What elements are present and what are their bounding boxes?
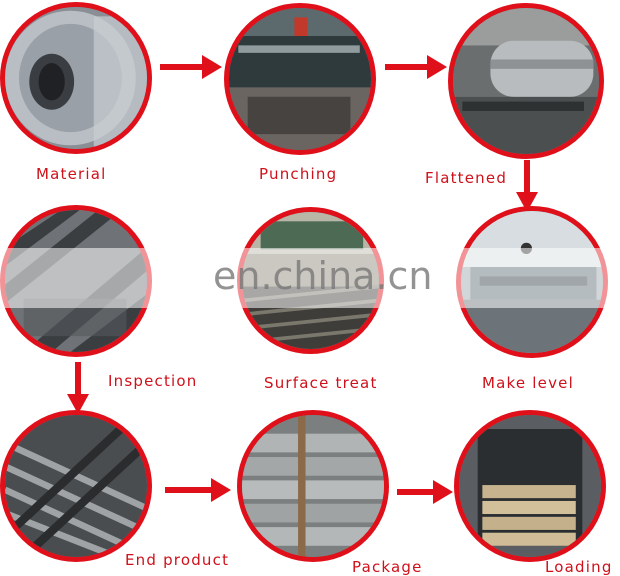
steel-coil-photo [5, 7, 147, 149]
arrow-right-icon [385, 55, 447, 84]
flattening-machine-photo [453, 8, 599, 154]
step-label-inspection: Inspection [108, 372, 198, 390]
step-label-end-product: End product [125, 551, 230, 569]
step-label-loading: Loading [545, 558, 613, 576]
arrow-down-icon [67, 362, 89, 419]
step-package-photo [237, 410, 389, 562]
watermark-text: en.china.cn [213, 254, 433, 298]
arrow-down-icon [516, 160, 538, 217]
expanded-mesh-product-photo [5, 415, 147, 557]
step-flattened-photo [448, 3, 604, 159]
step-loading-photo [454, 410, 606, 562]
step-label-material: Material [36, 165, 107, 183]
step-label-package: Package [352, 558, 423, 576]
step-material-photo [0, 2, 152, 154]
arrow-right-icon [160, 55, 222, 84]
step-label-make-level: Make level [482, 374, 574, 392]
punching-machine-photo [229, 8, 371, 150]
container-loading-photo [459, 415, 601, 557]
watermark-band [0, 248, 620, 308]
packaged-sheets-photo [242, 415, 384, 557]
arrow-right-icon [397, 480, 453, 509]
arrow-right-icon [165, 478, 231, 507]
step-punching-photo [224, 3, 376, 155]
step-label-punching: Punching [259, 165, 338, 183]
step-label-surface-treat: Surface treat [264, 374, 378, 392]
step-label-flattened: Flattened [425, 169, 508, 187]
step-end-product-photo [0, 410, 152, 562]
